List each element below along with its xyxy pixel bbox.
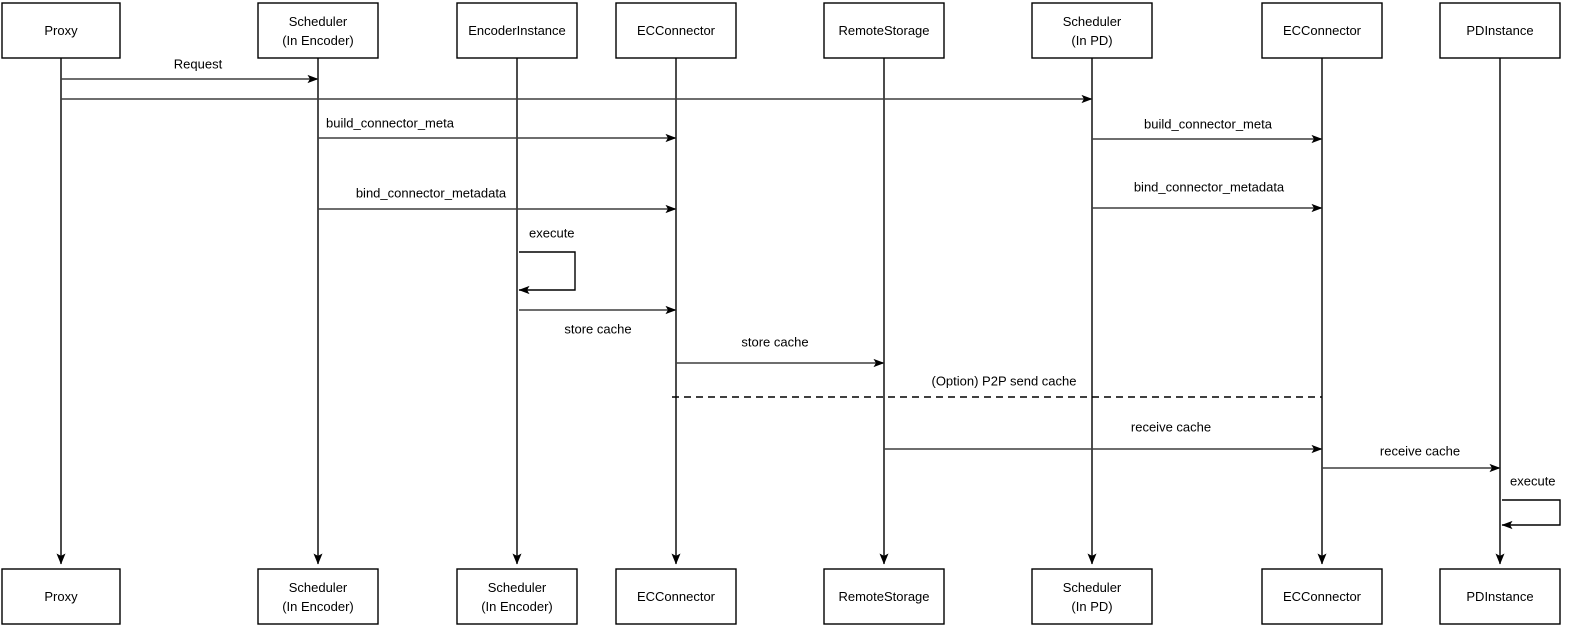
participant-footer-label-scheduler_pd-line1: Scheduler xyxy=(1063,580,1122,595)
participant-header-label-scheduler_pd-line1: Scheduler xyxy=(1063,14,1122,29)
message-m1[interactable]: Request xyxy=(61,56,319,84)
participant-footer-box-pdinstance xyxy=(1439,568,1561,625)
message-label-m8: store cache xyxy=(741,334,808,349)
message-label-m7: store cache xyxy=(564,321,631,336)
participant-footer-label-ecconnector_2: ECConnector xyxy=(1283,589,1362,604)
participant-footer-scheduler_enc2[interactable]: Scheduler (In Encoder) xyxy=(456,568,578,625)
participant-footer-box-remotestorage xyxy=(823,568,945,625)
message-label-m9: (Option) P2P send cache xyxy=(931,373,1076,388)
participant-header-ecconnector_2[interactable]: ECConnector xyxy=(1261,2,1383,59)
participant-header-label-scheduler_pd-line2: (In PD) xyxy=(1071,33,1112,48)
participant-header-ecconnector_1[interactable]: ECConnector xyxy=(615,2,737,59)
participant-footer-label-scheduler_enc2-line1: Scheduler xyxy=(488,580,547,595)
message-m11[interactable]: receive cache xyxy=(1322,443,1501,473)
self-message-path-s1 xyxy=(518,251,576,295)
participant-header-scheduler_enc[interactable]: Scheduler (In Encoder) xyxy=(257,2,379,59)
participant-footer-proxy[interactable]: Proxy xyxy=(1,568,121,625)
participant-footer-label-scheduler_enc-line1: Scheduler xyxy=(289,580,348,595)
participant-footer-remotestorage[interactable]: RemoteStorage xyxy=(823,568,945,625)
participant-footer-box-scheduler_enc xyxy=(257,568,379,625)
participant-footer-box-proxy xyxy=(1,568,121,625)
participant-header-box-encoder_inst xyxy=(456,2,578,59)
message-label-m1: Request xyxy=(174,56,223,71)
message-m3[interactable]: build_connector_meta xyxy=(318,115,677,143)
participant-footer-label-scheduler_enc-line2: (In Encoder) xyxy=(282,599,354,614)
message-label-m5: bind_connector_metadata xyxy=(356,185,507,200)
participant-header-pdinstance[interactable]: PDInstance xyxy=(1439,2,1561,59)
message-m9[interactable]: (Option) P2P send cache xyxy=(672,373,1322,398)
participant-footer-box-ecconnector_1 xyxy=(615,568,737,625)
message-m8[interactable]: store cache xyxy=(676,334,885,368)
message-label-m10: receive cache xyxy=(1131,419,1211,434)
participant-footer-label-scheduler_pd-line2: (In PD) xyxy=(1071,599,1112,614)
self-message-path-s2 xyxy=(1501,499,1561,530)
lifelines-group xyxy=(56,58,1505,565)
header-participant-boxes: Proxy Scheduler (In Encoder) EncoderInstanc… xyxy=(1,2,1561,59)
participant-footer-box-scheduler_enc2 xyxy=(456,568,578,625)
participant-header-label-scheduler_enc-line2: (In Encoder) xyxy=(282,33,354,48)
self-message-label-s1: execute xyxy=(529,225,575,240)
self-message-s2[interactable]: execute xyxy=(1501,473,1561,530)
participant-footer-ecconnector_2[interactable]: ECConnector xyxy=(1261,568,1383,625)
participant-footer-box-ecconnector_2 xyxy=(1261,568,1383,625)
participant-footer-box-scheduler_pd xyxy=(1031,568,1153,625)
participant-header-scheduler_pd[interactable]: Scheduler (In PD) xyxy=(1031,2,1153,59)
participant-header-box-scheduler_pd xyxy=(1031,2,1153,59)
participant-footer-ecconnector_1[interactable]: ECConnector xyxy=(615,568,737,625)
self-message-s1[interactable]: execute xyxy=(518,225,576,295)
participant-footer-pdinstance[interactable]: PDInstance xyxy=(1439,568,1561,625)
participant-footer-label-proxy: Proxy xyxy=(44,589,78,604)
participant-footer-label-scheduler_enc2-line2: (In Encoder) xyxy=(481,599,553,614)
message-label-m4: build_connector_meta xyxy=(1144,116,1273,131)
messages-group: Request build_connector_meta build_connect… xyxy=(61,56,1501,473)
participant-header-box-remotestorage xyxy=(823,2,945,59)
participant-header-remotestorage[interactable]: RemoteStorage xyxy=(823,2,945,59)
participant-header-box-proxy xyxy=(1,2,121,59)
participant-header-label-scheduler_enc-line1: Scheduler xyxy=(289,14,348,29)
participant-header-encoder_inst[interactable]: EncoderInstance xyxy=(456,2,578,59)
participant-header-box-ecconnector_1 xyxy=(615,2,737,59)
participant-header-proxy[interactable]: Proxy xyxy=(1,2,121,59)
participant-header-box-scheduler_enc xyxy=(257,2,379,59)
message-m10[interactable]: receive cache xyxy=(884,419,1323,454)
participant-header-box-pdinstance xyxy=(1439,2,1561,59)
participant-header-box-ecconnector_2 xyxy=(1261,2,1383,59)
participant-header-label-pdinstance: PDInstance xyxy=(1466,23,1533,38)
footer-participant-boxes: Proxy Scheduler (In Encoder) Scheduler (In E… xyxy=(1,568,1561,625)
participant-header-label-ecconnector_2: ECConnector xyxy=(1283,23,1362,38)
participant-footer-scheduler_enc[interactable]: Scheduler (In Encoder) xyxy=(257,568,379,625)
participant-footer-scheduler_pd[interactable]: Scheduler (In PD) xyxy=(1031,568,1153,625)
self-message-label-s2: execute xyxy=(1510,473,1556,488)
participant-header-label-proxy: Proxy xyxy=(44,23,78,38)
participant-footer-label-ecconnector_1: ECConnector xyxy=(637,589,716,604)
message-label-m6: bind_connector_metadata xyxy=(1134,179,1285,194)
message-m7[interactable]: store cache xyxy=(519,305,677,336)
participant-footer-label-remotestorage: RemoteStorage xyxy=(838,589,929,604)
participant-header-label-ecconnector_1: ECConnector xyxy=(637,23,716,38)
message-m6[interactable]: bind_connector_metadata xyxy=(1092,179,1323,213)
participant-footer-label-pdinstance: PDInstance xyxy=(1466,589,1533,604)
message-m4[interactable]: build_connector_meta xyxy=(1092,116,1323,144)
participant-header-label-remotestorage: RemoteStorage xyxy=(838,23,929,38)
message-label-m11: receive cache xyxy=(1380,443,1460,458)
self-messages-group: execute execute xyxy=(518,225,1561,530)
message-label-m3: build_connector_meta xyxy=(326,115,455,130)
message-m5[interactable]: bind_connector_metadata xyxy=(318,185,677,214)
participant-header-label-encoder_inst: EncoderInstance xyxy=(468,23,566,38)
